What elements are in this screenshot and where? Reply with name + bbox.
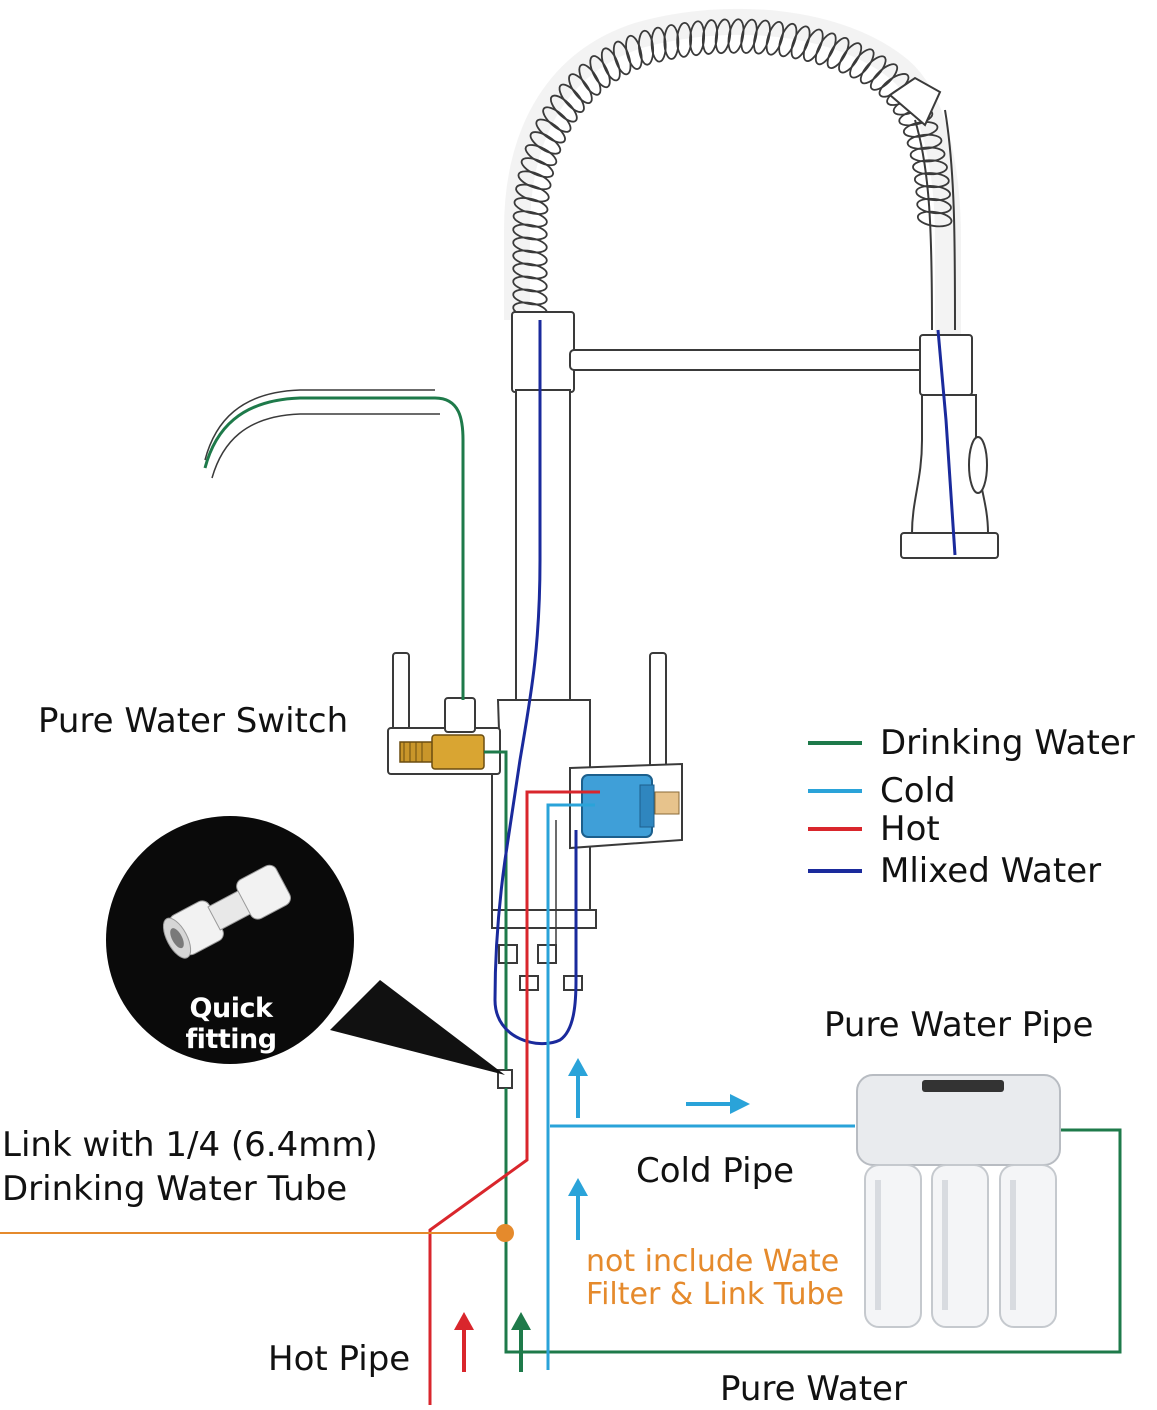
spring-coil (714, 18, 732, 55)
spring-coil (802, 28, 824, 62)
spring-coil (859, 55, 887, 85)
spring-coil (535, 118, 566, 144)
spring-coil (902, 121, 939, 138)
spring-coil (529, 131, 562, 155)
legend-swatch (808, 869, 862, 873)
spring-coil (512, 236, 548, 254)
spring-coil (906, 133, 943, 150)
spring-coil (512, 210, 548, 228)
spring-coil (600, 47, 621, 82)
legend-label: Hot (880, 809, 940, 849)
spring-coil (765, 20, 785, 56)
legend-item-drinking-water: Drinking Water (808, 722, 1153, 764)
spring-coil (517, 170, 552, 191)
legend-swatch (808, 789, 862, 793)
legend-label: Drinking Water (880, 723, 1135, 763)
pure-water-pipe-label: Pure Water Pipe (824, 1005, 1094, 1045)
legend-label: Mlixed Water (880, 851, 1102, 891)
spring-coil (512, 223, 548, 241)
note-label-line2: Filter & Link Tube (586, 1277, 845, 1312)
hot-pipe-label: Hot Pipe (268, 1339, 411, 1379)
spring-coil (740, 18, 758, 54)
spring-coil (778, 22, 798, 58)
spring-coil (513, 197, 549, 215)
legend-swatch (808, 741, 862, 745)
spring-coil (814, 32, 837, 66)
legend-label: Cold (880, 771, 956, 811)
spring-coil (558, 83, 585, 113)
link-tube-label-line1: Link with 1/4 (6.4mm) (2, 1125, 378, 1165)
spring-coil (663, 24, 680, 60)
ceramic-cartridge (581, 774, 680, 838)
legend-item-cold: Cold (808, 770, 1153, 812)
spring-coil (676, 21, 693, 58)
spring-coil (826, 37, 850, 69)
cold-pipe-label: Cold Pipe (636, 1151, 795, 1191)
water-lines (203, 320, 1122, 1405)
spring-coil (838, 42, 863, 74)
spring-coil (524, 144, 558, 167)
quick-fitting-callout (106, 816, 354, 1064)
spring-coil (637, 29, 655, 66)
spring-coil (916, 197, 952, 215)
spring-coil (913, 172, 950, 189)
legend-swatch (808, 827, 862, 831)
quick-fitting-label: Quick fitting (185, 993, 277, 1055)
spring-coil (869, 63, 899, 91)
drinking-up-arrow-head (511, 1312, 531, 1330)
spring-coil (650, 26, 667, 63)
legend: Drinking Water Cold Hot Mlixed Water (808, 722, 1153, 892)
spring-coil (515, 183, 550, 203)
faucet-body (387, 311, 999, 1089)
legend-item-hot: Hot (808, 808, 1153, 850)
spring-coil (568, 73, 593, 104)
link-tube-label-line2: Drinking Water Tube (2, 1169, 348, 1209)
spring-coil (912, 159, 948, 176)
flow-arrows (454, 1058, 750, 1372)
spring-coil (753, 19, 771, 55)
hot-up-arrow-head (454, 1312, 474, 1330)
quick-fitting-icon (162, 864, 291, 959)
cold-up-arrow-bottom-head (568, 1178, 588, 1196)
spring-coil (512, 262, 548, 280)
connection-dot (496, 1224, 514, 1242)
spring-coil (727, 18, 745, 54)
pure-water-switch-label: Pure Water Switch (38, 701, 349, 741)
spring-coil (512, 249, 548, 267)
spring-coil (512, 288, 548, 306)
spring-coil (849, 48, 875, 79)
spring-coil (689, 20, 706, 57)
spring-coil (701, 19, 719, 55)
spring-coil (512, 275, 548, 293)
spring-coil (916, 210, 953, 228)
spring-coil (790, 25, 811, 60)
spring-coil (915, 185, 952, 202)
leader-lines (0, 980, 514, 1242)
spring-coil (909, 146, 946, 163)
spring-coil (612, 40, 632, 76)
spring-coil (549, 94, 578, 123)
spring-coil (542, 106, 572, 133)
legend-item-mixed-water: Mlixed Water (808, 850, 1153, 892)
spring-hose (504, 8, 961, 340)
note-label-line1: not include Wate (586, 1244, 840, 1279)
spring-coil (625, 34, 643, 70)
pure-water-label: Pure Water (720, 1369, 907, 1409)
spring-coil (578, 63, 602, 96)
cold-right-arrow-head (730, 1094, 750, 1114)
water-filter-unit (856, 1074, 1061, 1328)
spring-coil (589, 55, 611, 89)
cold-up-arrow-top-head (568, 1058, 588, 1076)
spring-coil (520, 157, 555, 178)
